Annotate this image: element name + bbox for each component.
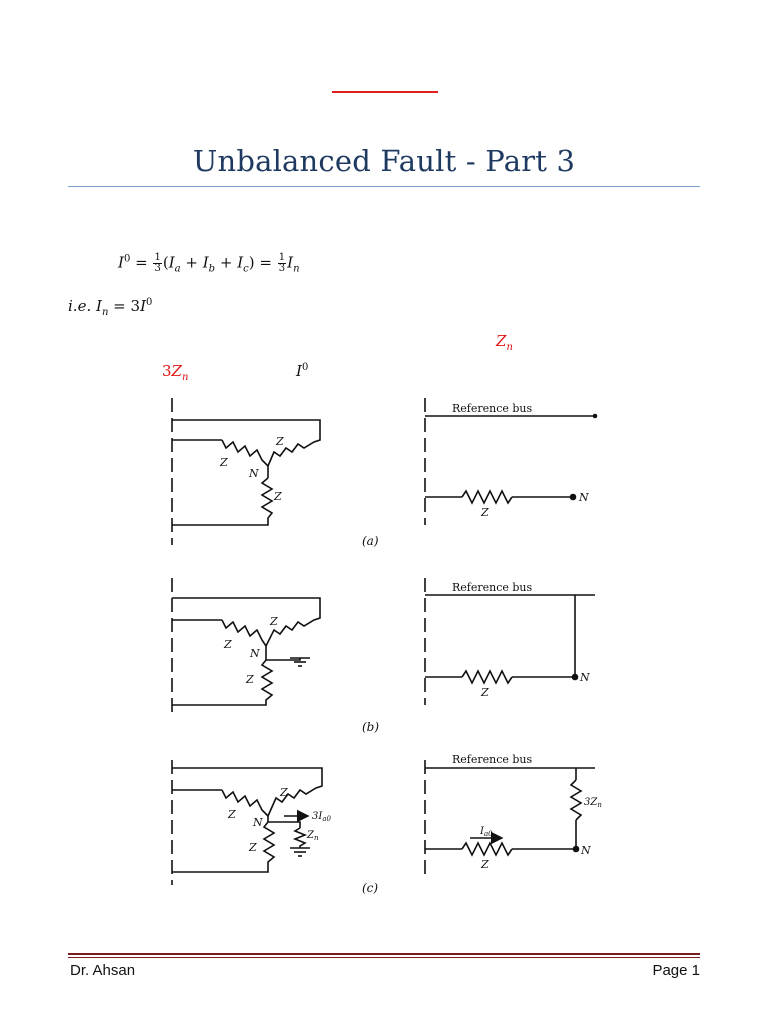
fig-a-generator-ungrounded xyxy=(171,398,321,545)
fig-a-net-n: N xyxy=(578,491,589,504)
fig-b-z-right: Z xyxy=(269,615,278,628)
fig-a-z-right: Z xyxy=(275,435,284,448)
fig-a-net-z: Z xyxy=(480,506,489,519)
footer-rule-thin xyxy=(68,957,700,958)
title-underline xyxy=(68,186,700,187)
fig-c-net-n: N xyxy=(580,844,591,857)
fig-c-z-left: Z xyxy=(227,808,236,821)
fig-b-reference-bus: Reference bus xyxy=(452,581,533,594)
fig-b-z-left: Z xyxy=(223,638,232,651)
label-zn: Zn xyxy=(496,332,513,353)
fig-c-net-ia0: Ia0 xyxy=(479,826,493,838)
fig-c-label: (c) xyxy=(362,881,378,895)
fig-a-z-left: Z xyxy=(219,456,228,469)
fig-c-3ia0: 3Ia0 xyxy=(312,811,331,823)
label-i0: I0 xyxy=(296,362,309,380)
fig-b-z-bottom: Z xyxy=(245,673,254,686)
fig-b-generator-solidly-grounded xyxy=(171,578,321,718)
fig-b-net-n: N xyxy=(579,671,590,684)
equation-neutral-current: i.e. In = 3I0 xyxy=(68,297,153,318)
fig-c-net-3zn: 3Zn xyxy=(584,797,602,809)
fig-b-label: (b) xyxy=(362,720,379,734)
fig-c-generator-impedance-grounded xyxy=(171,760,323,885)
footer-rule-thick xyxy=(68,953,700,955)
fig-b-zero-sequence-network xyxy=(424,578,595,705)
fig-c-zn: Zn xyxy=(306,830,319,842)
fig-a-zero-sequence-network xyxy=(424,398,598,525)
fig-c-net-z: Z xyxy=(480,858,489,871)
fig-a-reference-bus: Reference bus xyxy=(452,402,533,415)
fig-c-reference-bus: Reference bus xyxy=(452,753,533,766)
fig-c-zero-sequence-network xyxy=(424,760,595,880)
fig-b-n: N xyxy=(249,647,260,660)
fig-c-z-right: Z xyxy=(279,786,288,799)
fig-a-n: N xyxy=(248,467,259,480)
page-title: Unbalanced Fault - Part 3 xyxy=(192,144,576,178)
top-red-rule xyxy=(332,91,438,93)
label-3zn: 3Zn xyxy=(162,362,189,383)
footer-page-number: Page 1 xyxy=(652,962,700,979)
fig-b-net-z: Z xyxy=(480,686,489,699)
fig-c-n: N xyxy=(252,816,263,829)
fig-a-z-bottom: Z xyxy=(273,490,282,503)
footer-author: Dr. Ahsan xyxy=(70,962,136,979)
fig-a-label: (a) xyxy=(362,534,379,548)
fig-c-z-bottom: Z xyxy=(248,841,257,854)
